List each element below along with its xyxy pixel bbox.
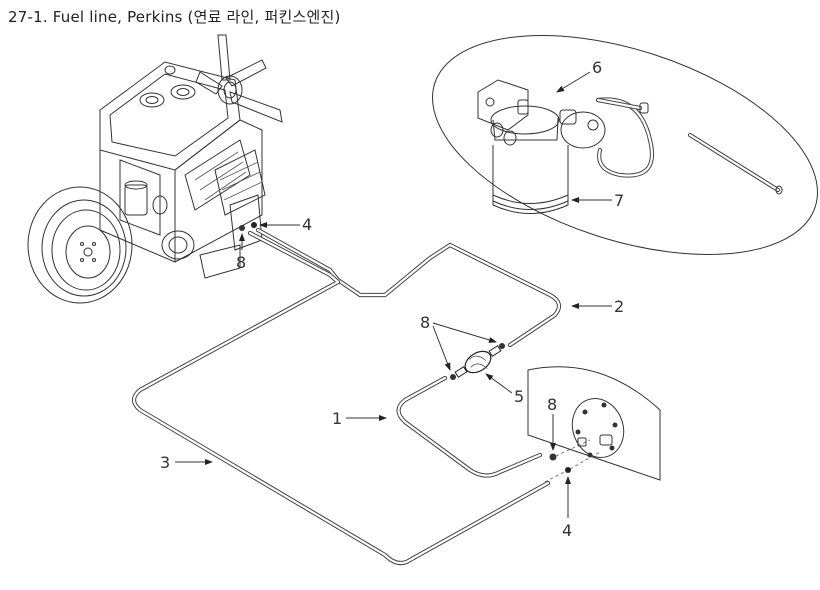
callout-4-tank: 4 [562, 476, 572, 540]
clamp-8-primer-top [499, 343, 505, 349]
fitting-4-tank [565, 467, 571, 473]
callout-label: 4 [562, 521, 572, 540]
clamp-8-primer-bottom [450, 374, 456, 380]
callout-5: 5 [485, 373, 524, 406]
callout-6: 6 [556, 58, 602, 93]
callout-2: 2 [571, 297, 624, 316]
clamp-8-tank [549, 453, 557, 461]
fuel-line-2 [255, 227, 562, 348]
callout-1: 1 [332, 409, 387, 428]
callout-label: 8 [420, 313, 430, 332]
filter-detail-inset [432, 35, 818, 255]
flywheel-housing [27, 186, 133, 304]
fan-icon [195, 34, 283, 123]
callout-8-engine: 8 [236, 233, 246, 272]
callout-4-engine: 4 [259, 215, 312, 234]
diagram-title: 27-1. Fuel line, Perkins (연료 라인, 퍼킨스엔진) [8, 8, 341, 26]
fitting-4-engine [251, 222, 257, 228]
callout-label: 8 [547, 395, 557, 414]
callout-label: 6 [592, 58, 602, 77]
callout-3: 3 [160, 453, 213, 472]
fuel-line-1 [396, 375, 543, 478]
callout-label: 7 [614, 191, 624, 210]
primer-bulb [450, 343, 505, 380]
callout-label: 5 [514, 387, 524, 406]
callout-label: 2 [614, 297, 624, 316]
tank-plate [527, 366, 661, 483]
callout-label: 8 [236, 253, 246, 272]
clamp-8-engine [239, 225, 245, 231]
callout-label: 4 [302, 215, 312, 234]
callout-8-primer: 8 [420, 313, 497, 371]
callout-label: 1 [332, 409, 342, 428]
callout-7: 7 [571, 191, 624, 210]
engine-illustration [27, 34, 283, 304]
fuel-line-3 [131, 230, 551, 566]
callout-label: 3 [160, 453, 170, 472]
callout-8-tank: 8 [547, 395, 557, 451]
